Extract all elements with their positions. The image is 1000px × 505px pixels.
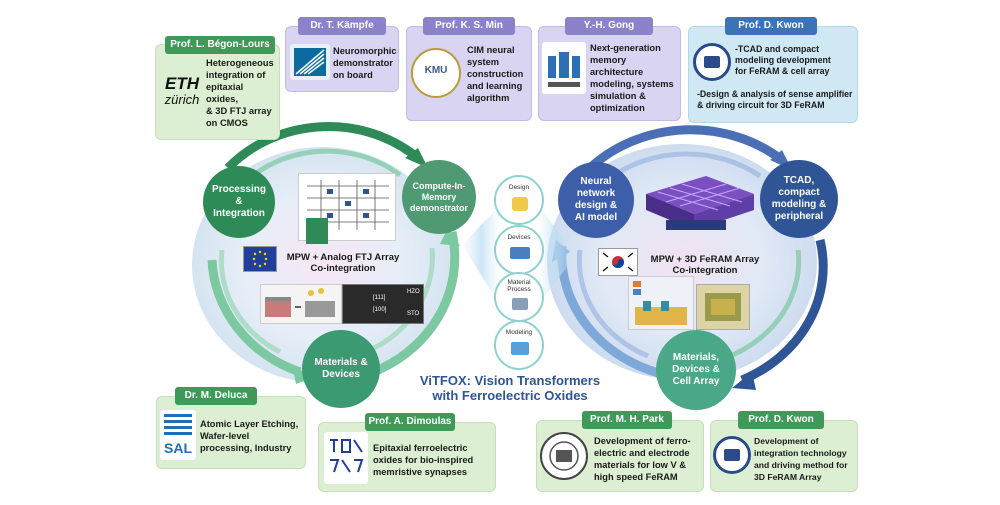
devices-step: Devices <box>494 225 544 275</box>
design-step: Design <box>494 175 544 225</box>
modeling-icon <box>511 342 529 355</box>
korea-flag-icon <box>598 248 638 276</box>
right-inner-arrow-left <box>576 249 649 359</box>
ftj-array-schematic <box>298 173 396 241</box>
partner-name-dimoulas: Prof. A. Dimoulas <box>365 413 455 431</box>
kmu-logo: KMU <box>411 48 461 98</box>
kampfe-logo <box>290 44 330 80</box>
eu-flag-icon <box>243 246 277 272</box>
left-inner-arrow-top <box>248 148 402 180</box>
eth-logo: ETH zürich <box>164 74 200 107</box>
chip-layout-image <box>696 284 750 330</box>
center-glow-left <box>462 205 500 305</box>
snu-logo <box>540 432 588 480</box>
partner-name-park: Prof. M. H. Park <box>582 411 672 429</box>
devices-icon <box>510 247 530 259</box>
right-inner-arrow-top <box>608 151 762 181</box>
center-glow-right <box>538 205 576 305</box>
fabrication-process-image <box>260 284 342 324</box>
partner-name-kwon-top: Prof. D. Kwon <box>725 17 817 35</box>
partner-name-min: Prof. K. S. Min <box>423 17 515 35</box>
partner-name-kwon-bottom: Prof. D. Kwon <box>738 411 824 429</box>
partner-desc-park: Development of ferro-electric and electr… <box>594 436 691 482</box>
3d-feram-array-image <box>636 172 760 238</box>
partner-name-kampfe: Dr. T. Kämpfe <box>298 17 386 35</box>
partner-name-deluca: Dr. M. Deluca <box>175 387 257 405</box>
partner-card-begon-lours <box>155 44 280 140</box>
partner-desc-kwon-top-2: -Design & analysis of sense amplifier& d… <box>697 89 853 110</box>
material-process-step: Material Process <box>494 272 544 322</box>
left-cycle-arrow-left <box>207 259 302 377</box>
processing-integration-node: Processing&Integration <box>203 166 275 238</box>
modeling-step: Modeling <box>494 320 544 370</box>
sal-logo: SAL <box>160 410 196 460</box>
kwon-top-logo <box>693 43 731 81</box>
cell-array-simulation-image <box>628 276 694 330</box>
demokritos-logo <box>324 432 368 484</box>
materials-devices-cell-array-node: Materials,Devices &Cell Array <box>656 330 736 410</box>
partner-name-begon-lours: Prof. L. Bégon-Lours <box>165 36 275 54</box>
chip-icon-left <box>306 218 328 244</box>
tem-image: [111] [100] STO HZO <box>342 284 424 324</box>
partner-name-gong: Y.-H. Gong <box>565 17 653 35</box>
kwon-bottom-logo <box>713 436 751 474</box>
design-icon <box>512 197 528 211</box>
right-cycle-arrow-right <box>740 238 828 385</box>
materials-devices-node-left: Materials &Devices <box>302 330 380 408</box>
right-inner-arrow-right <box>729 249 802 359</box>
left-cycle-arrow-top <box>224 122 421 172</box>
gong-university-logo <box>542 42 586 94</box>
material-process-icon <box>512 298 528 310</box>
right-cycle-arrow-top <box>586 125 785 172</box>
left-cycle-arrow-right <box>376 231 460 375</box>
left-inner-arrow-left <box>218 249 282 355</box>
